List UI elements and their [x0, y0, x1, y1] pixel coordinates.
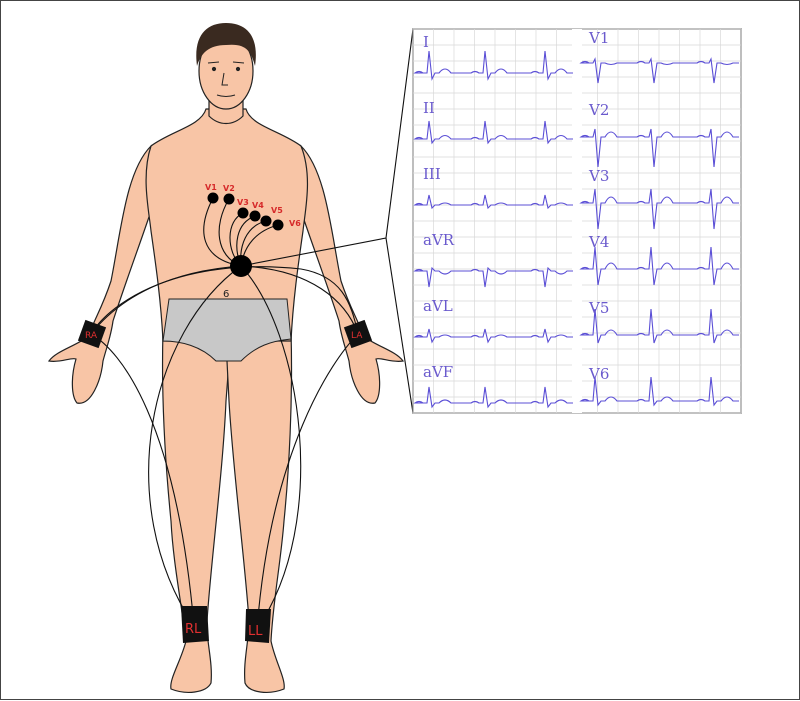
lead-label-avf: aVF — [423, 363, 453, 381]
electrode-label: V4 — [252, 201, 264, 210]
electrode-label: V5 — [271, 206, 283, 215]
lead-label-v5: V5 — [588, 299, 609, 317]
electrode-label: V2 — [223, 184, 235, 193]
limb-electrode-la: LA — [343, 319, 373, 349]
right-leg — [161, 330, 230, 693]
lead-label-v6: V6 — [588, 365, 609, 383]
ecg-trace-v3 — [579, 188, 739, 230]
electrode-v3 — [237, 207, 249, 219]
limb-electrode-rl: RL — [181, 606, 209, 643]
svg-text:RL: RL — [185, 622, 202, 637]
ecg-trace-v1 — [579, 57, 739, 84]
limb-electrode-ra: RA — [77, 319, 107, 349]
electrode-label: V6 — [289, 219, 301, 228]
electrode-v4 — [249, 210, 261, 222]
electrode-label: V3 — [237, 198, 249, 207]
electrode-v5 — [260, 215, 272, 227]
face — [207, 61, 245, 97]
lead-label-v3: V3 — [588, 167, 609, 185]
svg-text:LL: LL — [248, 624, 263, 639]
ecg-grid — [412, 28, 742, 414]
lead-label-i: I — [423, 33, 429, 51]
ecg-trace-i — [413, 50, 573, 81]
ecg-trace-v6 — [579, 376, 739, 407]
electrode-v2 — [223, 193, 235, 205]
lead-label-v1: V1 — [588, 29, 609, 47]
left-leg — [226, 330, 293, 693]
ecg-traces — [413, 50, 739, 409]
ecg-trace-avl — [413, 328, 573, 344]
limb-electrode-ll: LL — [245, 609, 271, 643]
electrode-v6 — [272, 219, 284, 231]
human-figure — [47, 23, 405, 693]
ecg-trace-avr — [413, 266, 573, 288]
torso — [145, 108, 309, 342]
ecg-trace-v5 — [579, 308, 739, 344]
hair — [196, 23, 256, 66]
ecg-trace-ii — [413, 120, 573, 145]
lead-label-avr: aVR — [423, 231, 455, 249]
lead-label-avl: aVL — [423, 297, 453, 315]
lead-label-v4: V4 — [588, 233, 609, 251]
central-terminal — [230, 255, 252, 277]
ecg-trace-v4 — [579, 246, 739, 286]
lead-label-iii: III — [423, 165, 441, 183]
navel-mark: 6 — [223, 289, 229, 300]
lead-label-ii: II — [423, 99, 435, 117]
electrode-label: V1 — [205, 183, 217, 192]
svg-text:RA: RA — [85, 331, 98, 341]
ecg-trace-iii — [413, 194, 573, 210]
right-arm — [47, 144, 152, 404]
ecg-trace-avf — [413, 386, 573, 409]
ecg-trace-v2 — [579, 128, 739, 168]
lead-label-v2: V2 — [588, 101, 609, 119]
svg-text:LA: LA — [351, 331, 363, 341]
left-arm — [300, 144, 405, 404]
electrode-v1 — [207, 192, 219, 204]
